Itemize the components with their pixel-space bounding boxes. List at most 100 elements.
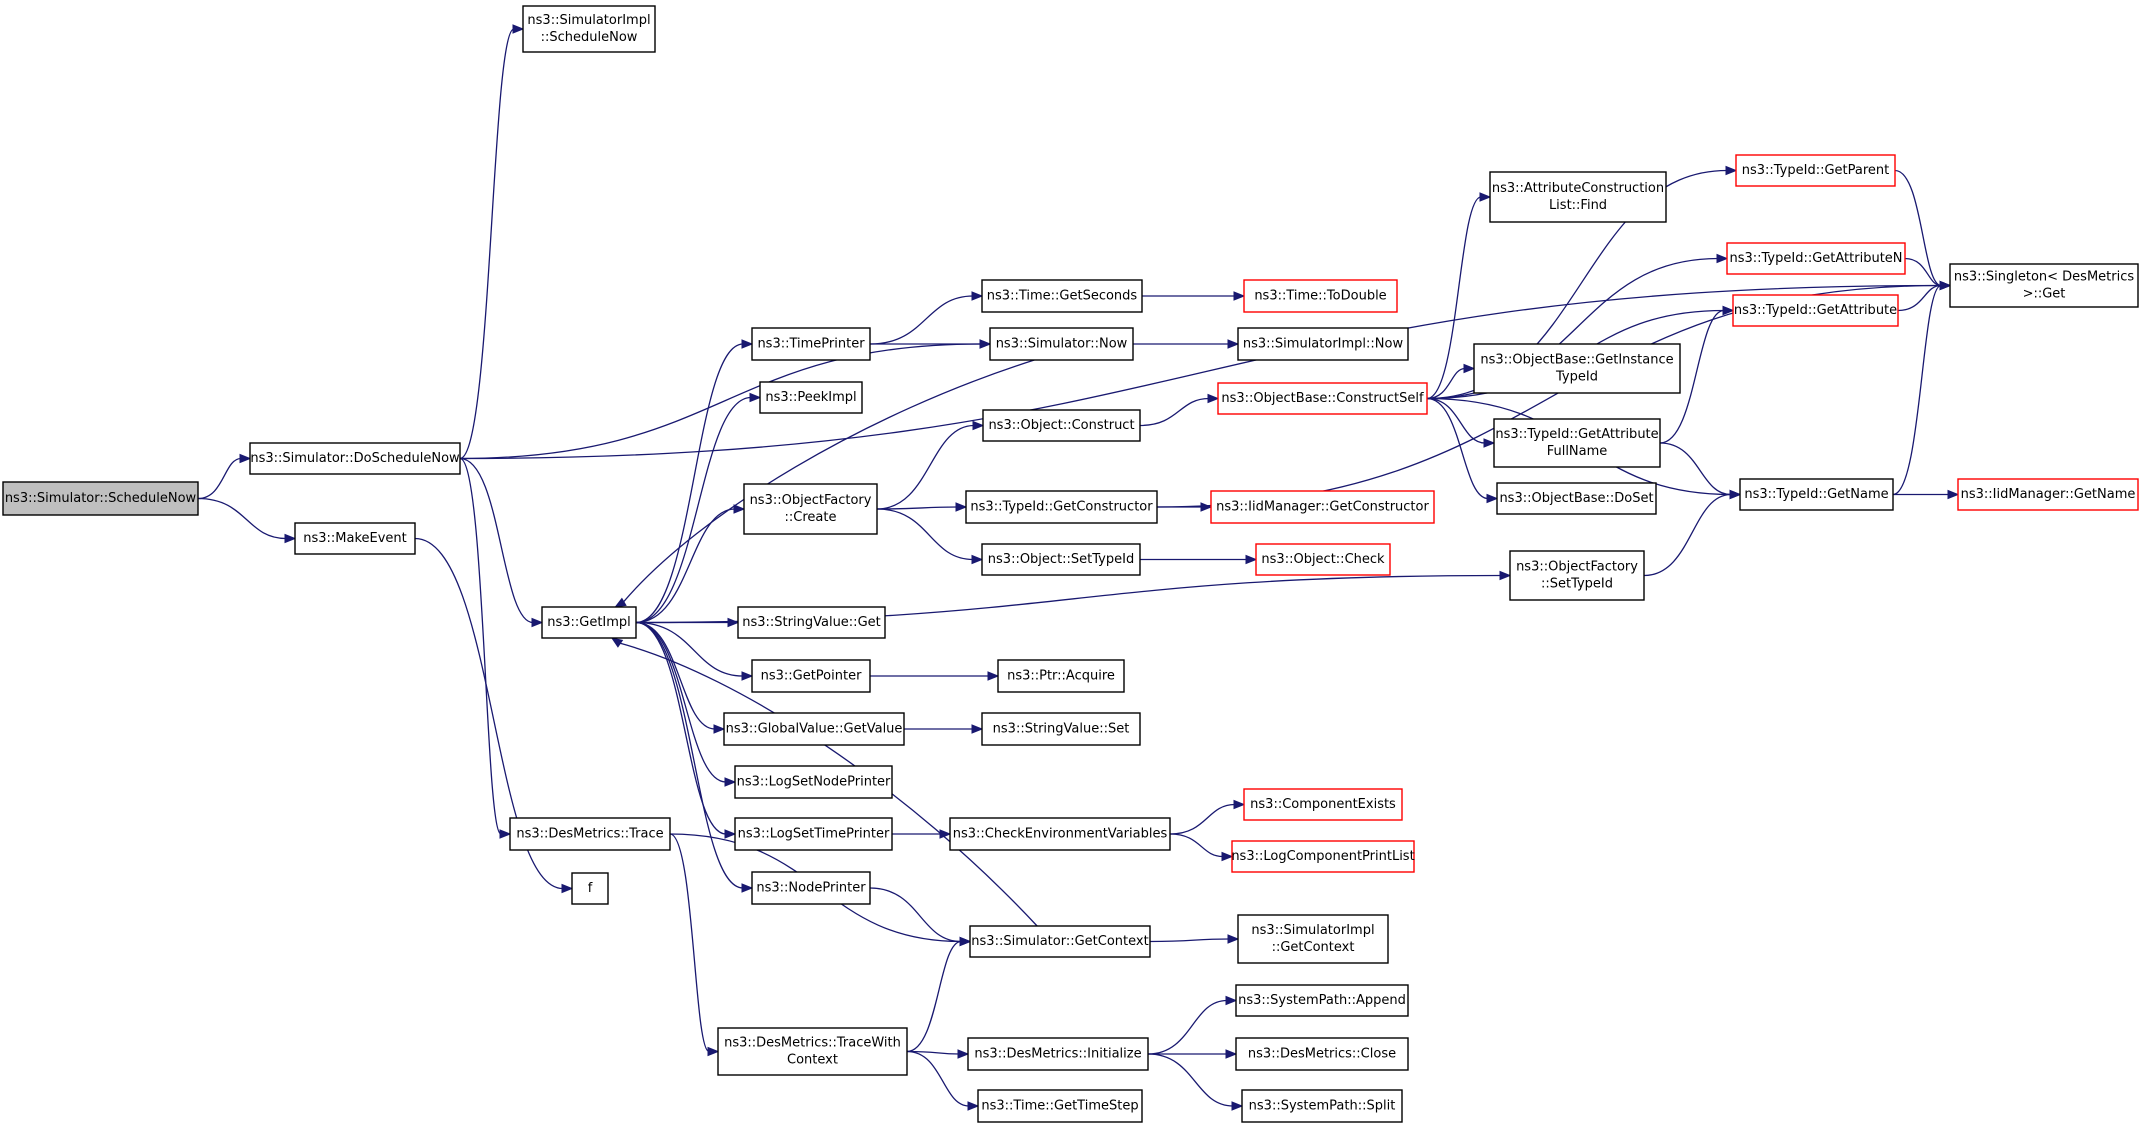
node-string-value-get[interactable]: ns3::StringValue::Get [737,606,886,639]
node-make-event[interactable]: ns3::MakeEvent [294,522,416,555]
edge-line [1894,169,1942,287]
node-get-impl[interactable]: ns3::GetImpl [541,606,637,639]
node-simulator-get-context[interactable]: ns3::Simulator::GetContext [969,925,1151,958]
node-label: ns3::ObjectBase::GetInstance [1480,353,1673,368]
node-label: ns3::GlobalValue::GetValue [726,722,903,737]
edge-object-factory-create-to-typeid-get-constructor [876,502,968,512]
node-box [1732,294,1899,327]
node-typeid-get-parent[interactable]: ns3::TypeId::GetParent [1735,154,1896,187]
node-impl-get-context[interactable]: ns3::SimulatorImpl::GetContext [1237,914,1389,964]
node-box [949,817,1171,851]
edge-arrowhead [1221,851,1234,862]
node-system-path-split[interactable]: ns3::SystemPath::Split [1241,1089,1403,1123]
edge-arrowhead [1207,393,1220,404]
node-get-pointer[interactable]: ns3::GetPointer [751,659,871,693]
node-peek-impl[interactable]: ns3::PeekImpl [759,381,863,414]
edge-arrowhead [1463,363,1476,374]
node-component-exists[interactable]: ns3::ComponentExists [1243,788,1403,821]
edge-arrowhead [1483,438,1496,448]
node-object-factory-create[interactable]: ns3::ObjectFactory::Create [743,483,878,535]
node-box [1726,242,1906,275]
node-des-initialize[interactable]: ns3::DesMetrics::Initialize [967,1037,1149,1071]
node-label: ns3::TimePrinter [757,337,865,352]
node-box [969,925,1151,958]
edge-arrowhead [707,1046,720,1057]
node-label: ns3::TypeId::GetAttribute [1734,303,1897,318]
node-label: ns3::Simulator::ScheduleNow [5,491,197,506]
node-time-to-double[interactable]: ns3::Time::ToDouble [1243,279,1398,313]
node-label: ns3::DesMetrics::TraceWith [724,1036,901,1051]
edge-line [635,621,744,677]
node-impl-schedule-now[interactable]: ns3::SimulatorImpl::ScheduleNow [522,5,656,53]
node-box [1255,543,1391,576]
node-box [1243,788,1403,821]
edge-object-factory-set-typeid-to-typeid-get-name [1643,489,1742,577]
node-typeid-get-attribute-n[interactable]: ns3::TypeId::GetAttributeN [1726,242,1906,275]
edge-arrowhead [239,453,252,464]
node-label: ns3::ComponentExists [1250,797,1396,812]
edge-arrowhead [1947,489,1960,500]
edge-arrowhead [971,724,984,734]
node-object-check[interactable]: ns3::Object::Check [1255,543,1391,576]
node-label: ns3::Simulator::DoScheduleNow [250,451,460,466]
node-iid-get-name[interactable]: ns3::IidManager::GetName [1957,478,2139,511]
node-typeid-get-constructor[interactable]: ns3::TypeId::GetConstructor [965,490,1158,524]
node-time-get-time-step[interactable]: ns3::Time::GetTimeStep [977,1089,1143,1123]
edge-arrowhead [972,420,985,431]
node-label: ns3::StringValue::Get [742,615,880,630]
node-object-set-typeid[interactable]: ns3::Object::SetTypeId [981,543,1141,576]
node-box [967,1037,1149,1071]
edge-line [459,457,502,835]
node-label: ns3::Time::ToDouble [1254,289,1386,304]
node-time-get-seconds[interactable]: ns3::Time::GetSeconds [981,279,1143,313]
node-schedule-now[interactable]: ns3::Simulator::ScheduleNow [2,481,199,516]
node-label: ns3::Time::GetSeconds [987,289,1138,304]
edge-line [906,1050,960,1055]
node-system-path-append[interactable]: ns3::SystemPath::Append [1235,984,1409,1017]
edge-arrowhead [1499,570,1512,581]
node-construct-self[interactable]: ns3::ObjectBase::ConstructSelf [1217,382,1428,415]
node-time-printer[interactable]: ns3::TimePrinter [751,327,871,361]
node-log-set-node-printer[interactable]: ns3::LogSetNodePrinter [734,765,893,799]
node-log-set-time-printer[interactable]: ns3::LogSetTimePrinter [734,817,893,851]
node-box [294,522,416,555]
node-label: ns3::Ptr::Acquire [1007,669,1115,684]
edge-arrowhead [979,339,992,349]
node-des-trace[interactable]: ns3::DesMetrics::Trace [509,817,671,851]
node-impl-now[interactable]: ns3::SimulatorImpl::Now [1237,327,1409,361]
node-typeid-get-attribute[interactable]: ns3::TypeId::GetAttribute [1732,294,1899,327]
node-des-close[interactable]: ns3::DesMetrics::Close [1235,1037,1409,1071]
node-box [1217,382,1428,415]
edge-arrowhead [284,533,297,544]
node-do-schedule-now[interactable]: ns3::Simulator::DoScheduleNow [249,442,461,475]
node-object-base-doset[interactable]: ns3::ObjectBase::DoSet [1496,482,1657,515]
edge-object-factory-create-to-object-construct [876,420,985,510]
node-singleton-get[interactable]: ns3::Singleton< DesMetrics >::Get [1949,263,2139,308]
node-string-value-set[interactable]: ns3::StringValue::Set [981,712,1141,746]
node-node-printer[interactable]: ns3::NodePrinter [751,871,871,905]
node-log-component-print-list[interactable]: ns3::LogComponentPrintList [1231,840,1415,873]
node-box [249,442,461,475]
node-typeid-get-name[interactable]: ns3::TypeId::GetName [1739,478,1894,511]
edge-arrowhead [741,339,754,349]
edge-simulator-get-context-to-impl-get-context [1149,934,1240,944]
node-object-construct[interactable]: ns3::Object::Construct [982,409,1141,442]
edge-arrowhead [1479,192,1492,202]
node-simulator-now[interactable]: ns3::Simulator::Now [989,327,1134,361]
edge-arrowhead [1486,493,1499,504]
edge-line [1169,833,1224,858]
node-iid-get-constructor[interactable]: ns3::IidManager::GetConstructor [1210,490,1435,524]
node-label: ns3::ObjectFactory [750,493,872,508]
node-check-env-vars[interactable]: ns3::CheckEnvironmentVariables [949,817,1171,851]
edge-object-construct-to-construct-self [1139,393,1220,427]
node-f[interactable]: f [571,872,609,905]
node-box [541,606,637,639]
node-global-value-get[interactable]: ns3::GlobalValue::GetValue [723,712,905,746]
node-ptr-acquire[interactable]: ns3::Ptr::Acquire [997,659,1125,693]
node-object-factory-set-typeid[interactable]: ns3::ObjectFactory::SetTypeId [1509,550,1645,601]
